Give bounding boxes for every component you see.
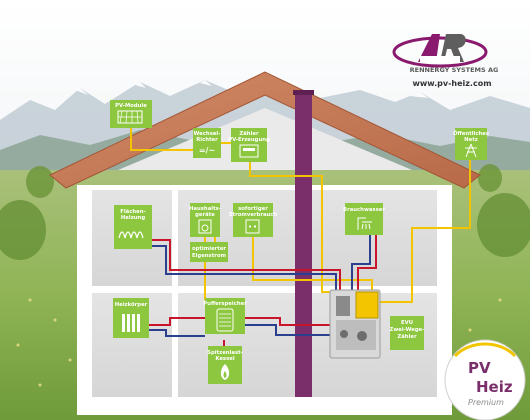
company-name: RENNERGY SYSTEMS AG [410,66,499,74]
control-unit [329,289,381,359]
appliances-label-2: geräte [195,212,215,218]
buffer-tank-icon [216,308,234,332]
instant-use-box: sofortiger Stromverbrauch [229,203,278,237]
meter-pv-label-2: PV-Erzeugung [228,137,270,143]
evu-label-1: EVU [401,320,413,326]
radiator-box: Heizkörper [113,298,149,338]
floor-heating-box: Flächen- Heizung [114,205,152,249]
grid-label-1: Öffentliches [453,130,489,137]
power-pylon-icon [465,143,477,158]
meter-icon [239,144,259,158]
peak-boiler-label-1: Spitzenlast- [207,350,243,356]
badge-heiz: Heiz [476,378,513,396]
optimized-label-1: optimierter [192,246,226,252]
buffer-label: Pufferspeicher [203,301,247,307]
pv-heiz-premium-badge: PV Heiz Premium [444,339,526,420]
instant-use-label-1: sofortiger [238,206,268,212]
shower-icon [357,217,372,230]
pv-module-box: PV-Module [110,100,152,128]
roof [49,71,481,189]
evu-box: EVU Zwei-Wege- Zähler [390,316,425,350]
radiator-label: Heizkörper [115,302,148,308]
evu-label-3: Zähler [397,334,417,340]
badge-premium: Premium [468,398,504,407]
instant-use-label-2: Stromverbrauch [229,212,278,218]
pv-module-label: PV-Module [115,103,147,109]
inverter-label-1: Wechsel- [194,131,221,137]
appliances-box: Haushalts- geräte [189,203,221,237]
appliances-label-1: Haushalts- [189,206,221,212]
chimney [295,92,312,397]
evu-label-2: Zwei-Wege- [390,327,425,333]
badge-pv: PV [468,359,491,377]
tree-right [477,193,530,257]
chimney-cap [293,90,314,95]
grid-box: Öffentliches Netz [453,128,489,160]
website-url: www.pv-heiz.com [412,79,491,88]
meter-pv-label-1: Zähler [239,131,259,137]
washing-machine-icon [198,219,212,234]
tree-right-small [478,164,502,192]
rennergy-logo [392,34,488,68]
hot-water-label: Brauchwasser [343,207,385,213]
tree-left-small [26,166,54,198]
inverter-icon: =/~ [199,146,215,155]
flame-icon [220,364,230,380]
floor-heating-label-1: Flächen- [120,209,145,215]
hot-water-box: Brauchwasser [343,203,385,235]
power-socket-icon [245,219,260,234]
inverter-label-2: Richter [196,137,218,143]
grid-label-2: Netz [464,137,478,143]
optimized-box: optimierter Eigenstrom [190,242,228,262]
radiator-icon [122,314,140,332]
floor-heating-icon [118,231,144,239]
peak-boiler-box: Spitzenlast- Kessel [207,346,243,384]
meter-pv-box: Zähler PV-Erzeugung [228,128,270,162]
tree-left [0,200,46,260]
inverter-box: Wechsel- Richter =/~ [193,128,221,158]
optimized-label-2: Eigenstrom [192,253,227,259]
buffer-box: Pufferspeicher [203,298,247,334]
peak-boiler-label-2: Kessel [215,356,235,362]
heating-pipes [145,225,377,350]
floor-heating-label-2: Heizung [121,215,145,221]
